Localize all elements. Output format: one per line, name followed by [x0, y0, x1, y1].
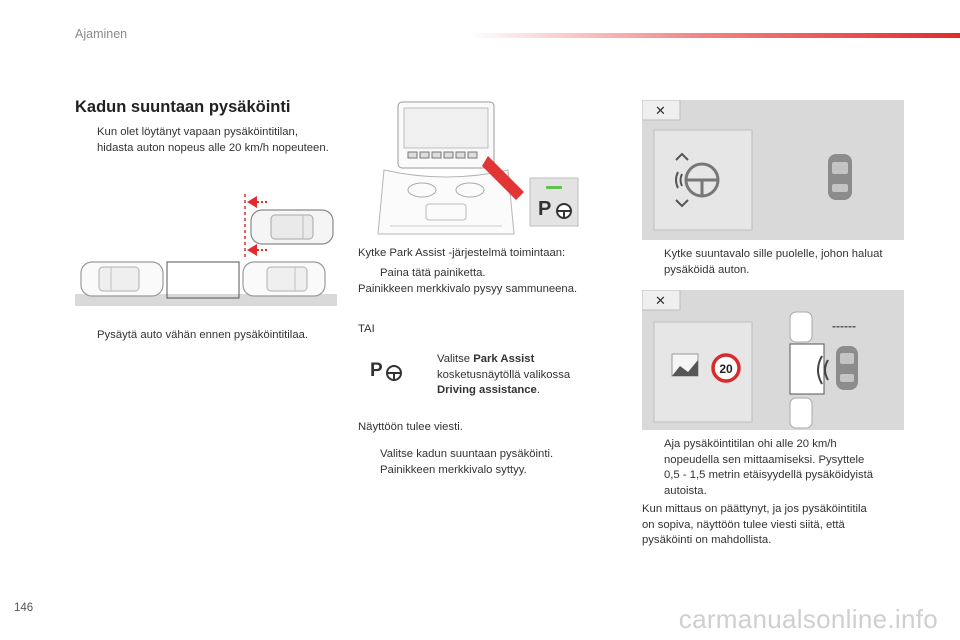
- step-indicator-text: Kytke suuntavalo sille puolelle, johon h…: [664, 248, 883, 276]
- steering-wheel-icon: [684, 162, 720, 198]
- step-drive-past: Aja pysäköintitilan ohi alle 20 km/h nop…: [642, 437, 904, 499]
- parked-car-rear: [789, 397, 813, 429]
- parking-scene-illustration: [75, 190, 337, 306]
- parking-p-glyph: P: [538, 198, 551, 220]
- step-indicator: Kytke suuntavalo sille puolelle, johon h…: [642, 247, 904, 278]
- or-separator: TAI: [358, 323, 375, 335]
- select-parallel-note: Painikkeen merkkivalo syttyy.: [380, 463, 527, 476]
- moving-car: [250, 209, 334, 245]
- drive-line-2: nopeudella sen mittaamiseksi. Pysyttele: [664, 453, 865, 466]
- display-screen-measuring: ✕ 20 ------: [642, 290, 904, 430]
- step-stop-text: Pysäytä auto vähän ennen pysäköintitilaa…: [97, 329, 309, 341]
- camera-view-icon: [671, 353, 699, 377]
- steering-wheel-icon: [386, 365, 402, 381]
- message-note: Näyttöön tulee viesti.: [358, 421, 463, 433]
- chapter-title: Ajaminen: [75, 27, 128, 41]
- sensor-waves-icon: [817, 355, 829, 385]
- drive-line-1: Aja pysäköintitilan ohi alle 20 km/h: [664, 438, 837, 450]
- speed-value: 20: [719, 362, 733, 376]
- step-press-button-text: Paina tätä painiketta.: [380, 267, 486, 279]
- select-mid: kosketusnäytöllä valikossa: [437, 368, 571, 381]
- close-icon: ✕: [655, 103, 666, 118]
- arrow-left-icon: [247, 196, 269, 208]
- drive-line-4: autoista.: [664, 484, 707, 497]
- space-dashes: ------: [832, 319, 856, 333]
- car-top-view: [836, 346, 858, 390]
- step-slow-down-text: Kun olet löytänyt vapaan pysäköintitilan…: [97, 126, 329, 154]
- select-end: .: [536, 384, 540, 396]
- driving-assistance-label: Driving assistance: [437, 384, 537, 396]
- select-prefix: Valitse: [437, 353, 474, 365]
- press-note: Painikkeen merkkivalo pysyy sammuneena.: [358, 283, 578, 295]
- empty-parking-slot: [166, 261, 240, 299]
- step-press-button: Paina tätä painiketta.: [358, 266, 608, 282]
- result-line-2: on sopiva, näyttöön tulee viesti siitä, …: [642, 518, 845, 531]
- drive-line-3: 0,5 - 1,5 metrin etäisyydellä pysäköidyi…: [664, 469, 874, 481]
- car-top-view: [828, 154, 852, 200]
- result-line-1: Kun mittaus on päättynyt, ja jos pysäköi…: [642, 503, 867, 515]
- watermark: carmanualsonline.info: [678, 604, 938, 634]
- header-accent-bar: [470, 33, 960, 38]
- result-line-3: pysäköinti on mahdollista.: [642, 534, 772, 546]
- dashboard-illustration: P: [377, 101, 579, 235]
- select-parallel-text: Valitse kadun suuntaan pysäköinti.: [380, 448, 554, 460]
- step-select-parallel: Valitse kadun suuntaan pysäköinti. Paini…: [358, 447, 608, 478]
- step-stop: Pysäytä auto vähän ennen pysäköintitilaa…: [75, 328, 345, 344]
- activate-intro: Kytke Park Assist -järjestelmä toimintaa…: [358, 247, 566, 259]
- park-assist-icon: P: [370, 360, 402, 381]
- arrow-left-icon: [247, 244, 269, 256]
- step-select-park-assist: Valitse Park Assist kosketusnäytöllä val…: [415, 352, 605, 399]
- close-icon: ✕: [655, 293, 666, 308]
- steering-wheel-icon: [556, 203, 572, 219]
- parked-car-left: [80, 261, 164, 297]
- sensor-waves-icon: [675, 152, 689, 208]
- display-screen-indicator: ✕: [642, 100, 904, 240]
- step-slow-down: Kun olet löytänyt vapaan pysäköintitilan…: [75, 125, 337, 156]
- parked-car-right: [242, 261, 326, 297]
- speed-limit-sign: 20: [711, 353, 741, 383]
- pointer-arrow: [482, 156, 524, 200]
- parked-car-front: [789, 311, 813, 343]
- parking-p-glyph: P: [370, 360, 383, 381]
- button-led: [546, 186, 562, 189]
- section-title: Kadun suuntaan pysäköinti: [75, 98, 291, 116]
- page-number: 146: [14, 602, 34, 614]
- park-assist-label: Park Assist: [473, 353, 535, 365]
- result-paragraph: Kun mittaus on päättynyt, ja jos pysäköi…: [642, 502, 912, 549]
